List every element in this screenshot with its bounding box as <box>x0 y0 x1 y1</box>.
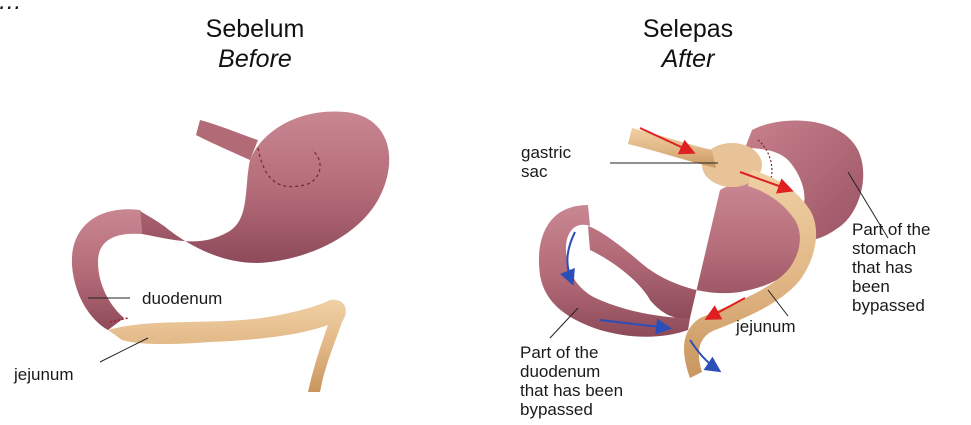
after-esophagus <box>628 128 716 168</box>
after-label-bypassed-duodenum: Part of the duodenum that has been bypas… <box>520 343 623 419</box>
after-label-gastric-sac: gastric sac <box>521 143 571 181</box>
before-stomach <box>140 112 389 263</box>
before-jejunum <box>108 300 346 392</box>
before-esophagus <box>196 120 258 160</box>
before-label-jejunum: jejunum <box>14 365 74 384</box>
before-label-duodenum: duodenum <box>142 289 222 308</box>
after-label-jejunum: jejunum <box>736 317 796 336</box>
before-jejunum-leader <box>100 338 148 362</box>
after-duodenum <box>539 205 690 337</box>
after-illustration <box>539 120 888 378</box>
before-illustration <box>72 112 389 392</box>
after-label-bypassed-stomach: Part of the stomach that has been bypass… <box>852 220 930 315</box>
before-duodenum <box>72 209 142 330</box>
